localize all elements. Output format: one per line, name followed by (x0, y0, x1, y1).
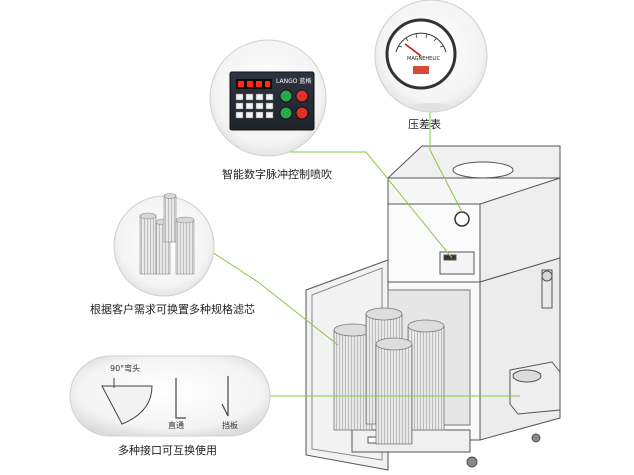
red-button-top (295, 89, 309, 103)
gauge-brand: MAGNEHELIC (407, 56, 441, 62)
straight-label: 直通 (168, 421, 184, 430)
gauge-callout (374, 0, 488, 113)
baffle-icon (221, 376, 229, 417)
filter-label: 根据客户需求可换置多种规格滤芯 (90, 303, 255, 316)
elbow-label: 90°弯头 (110, 364, 141, 373)
interface-callout (69, 355, 271, 437)
red-button-bottom (295, 106, 309, 120)
green-button-bottom (279, 106, 293, 120)
controller-label: 智能数字脉冲控制喷吹 (222, 168, 332, 181)
cabinet-filters (333, 307, 445, 445)
gauge-red-label (413, 66, 429, 74)
filter-callout (113, 193, 215, 297)
baffle-label: 挡板 (222, 421, 238, 430)
elbow-icon (101, 385, 153, 425)
straight-icon (175, 378, 186, 419)
green-button-top (279, 89, 293, 103)
controller-brand: LANGO 蓝格 (276, 78, 312, 85)
controller-callout (209, 39, 327, 157)
gauge-label: 压差表 (408, 118, 441, 131)
interface-label: 多种接口可互换使用 (118, 444, 217, 457)
